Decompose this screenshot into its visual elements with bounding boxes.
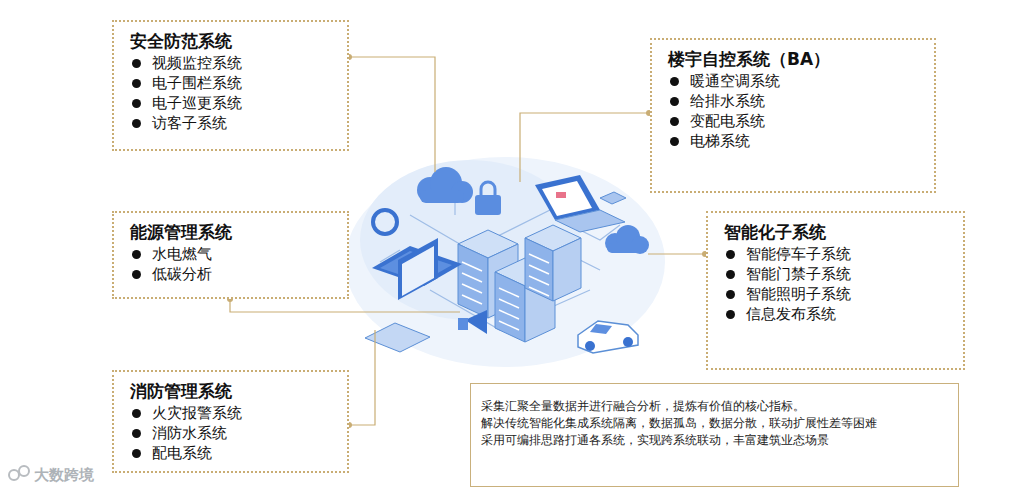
system-box: 楼宇自控系统（BA）暖通空调系统给排水系统变配电系统电梯系统: [650, 38, 936, 193]
bullet-item: 变配电系统: [668, 111, 920, 131]
bullet-item: 信息发布系统: [724, 304, 949, 324]
laptop-icon: [535, 175, 625, 232]
rack-slot: [499, 310, 519, 319]
bullet-item: 访客子系统: [130, 113, 333, 133]
bullet-item: 视频监控系统: [130, 53, 333, 73]
rack-slot: [529, 265, 549, 274]
bullet-item: 智能照明子系统: [724, 284, 949, 304]
bullet-item: 电梯系统: [668, 131, 920, 151]
router-icon: [600, 192, 626, 204]
bullet-item: 火灾报警系统: [130, 403, 333, 423]
box-heading: 消防管理系统: [130, 380, 333, 402]
headset-icon: [373, 210, 397, 234]
bullet-item: 低碳分析: [130, 264, 333, 284]
box-heading: 智能化子系统: [724, 221, 949, 243]
note-text: 采集汇聚全量数据并进行融合分析，提炼有价值的核心指标。: [481, 398, 948, 415]
box-heading: 楼宇自控系统（BA）: [668, 48, 920, 70]
bullet-item: 水电燃气: [130, 244, 333, 264]
car-icon: [578, 321, 638, 353]
lock-icon: [475, 195, 501, 215]
server-rack: [458, 225, 581, 342]
system-box: 消防管理系统火灾报警系统消防水系统配电系统: [112, 370, 349, 473]
bullet-item: 智能门禁子系统: [724, 264, 949, 284]
system-box: 智能化子系统智能停车子系统智能门禁子系统智能照明子系统信息发布系统: [706, 211, 965, 370]
bullet-item: 电子巡更系统: [130, 93, 333, 113]
bullet-item: 消防水系统: [130, 423, 333, 443]
watermark: 大数跨境: [34, 466, 94, 485]
system-box: 能源管理系统水电燃气低碳分析: [112, 211, 349, 299]
rack-slot: [462, 284, 482, 293]
cloud-icon: [417, 167, 649, 254]
megaphone-icon: [465, 310, 487, 334]
rack-slot: [499, 299, 519, 308]
box-heading: 能源管理系统: [130, 221, 333, 243]
rack-slot: [529, 276, 549, 285]
central-illustration: [345, 157, 665, 367]
bullet-item: 配电系统: [130, 443, 333, 463]
bullet-item: 智能停车子系统: [724, 244, 949, 264]
bullet-item: 暖通空调系统: [668, 71, 920, 91]
rack-slot: [499, 321, 519, 330]
rack-slot: [529, 254, 549, 263]
watermark-logo: [9, 466, 29, 480]
monitor-icon: [365, 238, 438, 352]
note-text: 解决传统智能化集成系统隔离，数据孤岛，数据分散，联动扩展性差等困难: [481, 415, 948, 432]
rack-slot: [462, 262, 482, 271]
bullet-item: 电子围栏系统: [130, 73, 333, 93]
note-text: 采用可编排思路打通各系统，实现跨系统联动，丰富建筑业态场景: [481, 432, 948, 449]
rack-slot: [529, 287, 549, 296]
bullet-item: 给排水系统: [668, 91, 920, 111]
system-box: 安全防范系统视频监控系统电子围栏系统电子巡更系统访客子系统: [112, 20, 349, 151]
note-box: 采集汇聚全量数据并进行融合分析，提炼有价值的核心指标。解决传统智能化集成系统隔离…: [470, 383, 959, 487]
box-heading: 安全防范系统: [130, 30, 333, 52]
rack-slot: [462, 273, 482, 282]
rack-slot: [462, 295, 482, 304]
rack-slot: [499, 288, 519, 297]
